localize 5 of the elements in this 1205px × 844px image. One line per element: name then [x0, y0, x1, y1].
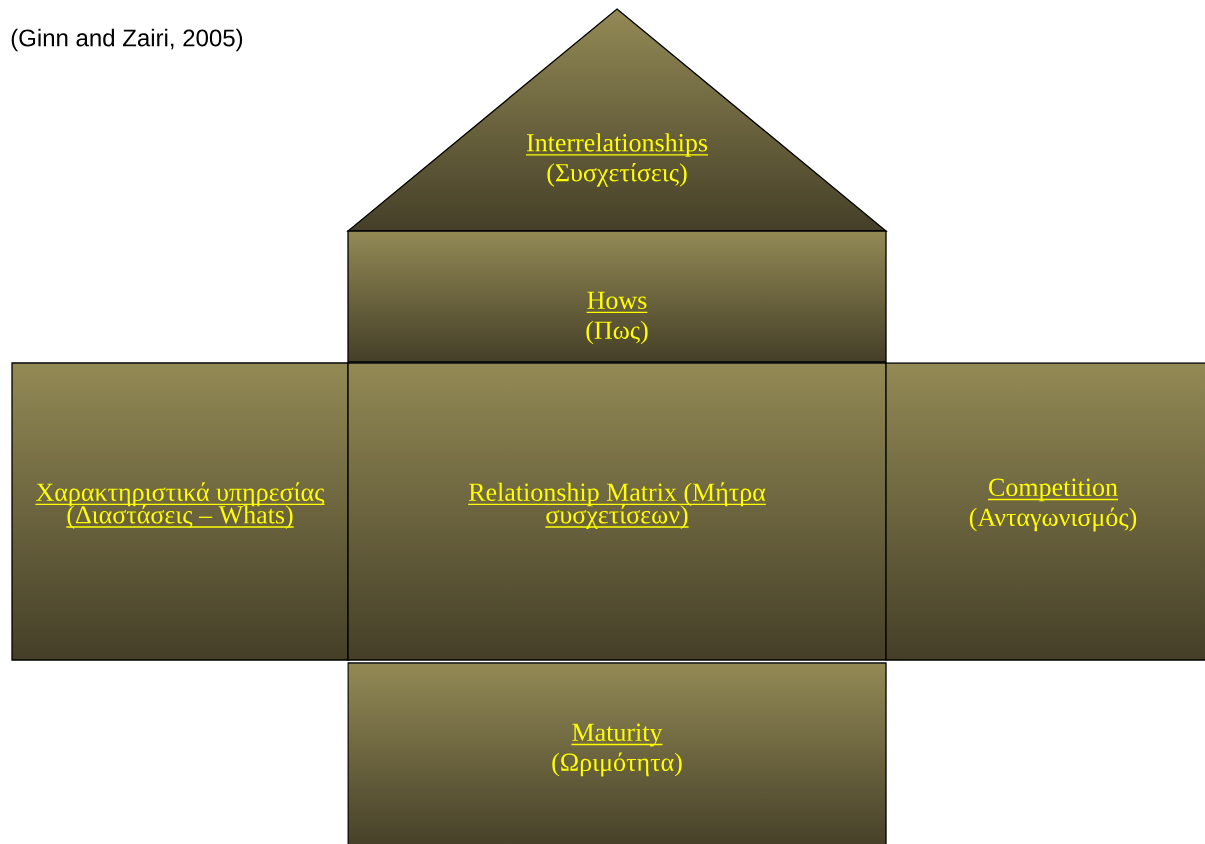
house-box: Competition (Ανταγωνισμός) — [885, 362, 1205, 661]
house-box: Χαρακτηριστικά υπηρεσίας (Διαστάσεις – Whats) — [11, 362, 349, 661]
citation-text: (Ginn and Zairi, 2005) — [11, 28, 243, 52]
house-box: Hows (Πως) — [347, 230, 887, 363]
house-box: Maturity (Ωριμότητα) — [347, 662, 887, 844]
